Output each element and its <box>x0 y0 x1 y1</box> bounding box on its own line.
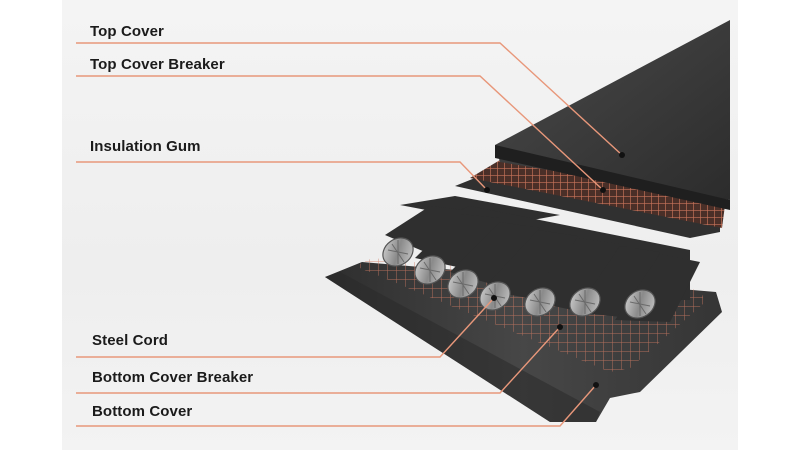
label-bottom-cover-breaker: Bottom Cover Breaker <box>92 369 254 386</box>
label-bottom-cover: Bottom Cover <box>92 403 193 420</box>
leader-lines <box>76 42 623 427</box>
insulation-gum-layer <box>455 172 720 238</box>
label-top-cover-breaker: Top Cover Breaker <box>90 56 225 73</box>
label-top-cover: Top Cover <box>90 23 164 40</box>
leader-dots <box>484 152 625 388</box>
top-cover-layer <box>495 20 730 200</box>
top-cover-edge <box>495 145 730 210</box>
steel-cord-strands <box>387 240 651 316</box>
bottom-cover-front <box>325 272 600 422</box>
top-cover-breaker-layer <box>470 160 725 228</box>
label-insulation-gum: Insulation Gum <box>90 138 201 155</box>
label-steel-cord: Steel Cord <box>92 332 169 349</box>
